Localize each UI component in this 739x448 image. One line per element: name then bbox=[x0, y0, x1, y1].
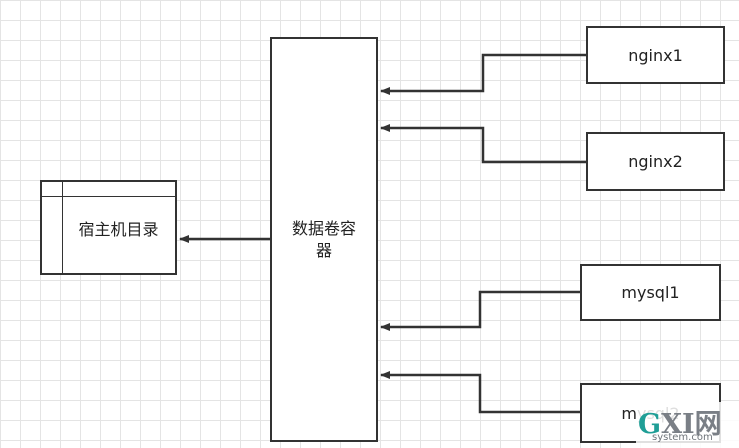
host-box-header-line bbox=[42, 196, 175, 197]
host-directory-label: 宿主机目录 bbox=[78, 219, 159, 239]
connector-nginx1-to-container bbox=[380, 53, 586, 95]
watermark-logo: GXI网 bbox=[638, 402, 722, 441]
service-label: mysql1 bbox=[621, 283, 680, 302]
host-box-side-line bbox=[62, 182, 63, 273]
service-box-mysql1[interactable]: mysql1 bbox=[580, 264, 721, 321]
watermark-site-text: system.com bbox=[652, 432, 713, 443]
service-label: nginx1 bbox=[628, 45, 683, 65]
connector-mysql1-to-container bbox=[380, 290, 580, 331]
data-volume-container-label: 数据卷容器 bbox=[291, 218, 356, 260]
connector-mysql2-to-container bbox=[380, 371, 580, 414]
host-directory-box[interactable]: 宿主机目录 bbox=[40, 180, 177, 275]
site-watermark: GXI网 system.com bbox=[636, 402, 739, 448]
service-box-nginx2[interactable]: nginx2 bbox=[586, 132, 725, 191]
data-volume-container-box[interactable]: 数据卷容器 bbox=[270, 37, 378, 442]
watermark-logo-g: G bbox=[638, 409, 662, 440]
watermark-logo-rest: XI网 bbox=[661, 409, 722, 440]
service-label: nginx2 bbox=[628, 152, 683, 171]
connector-nginx2-to-container bbox=[380, 124, 586, 164]
service-box-nginx1[interactable]: nginx1 bbox=[586, 26, 725, 84]
